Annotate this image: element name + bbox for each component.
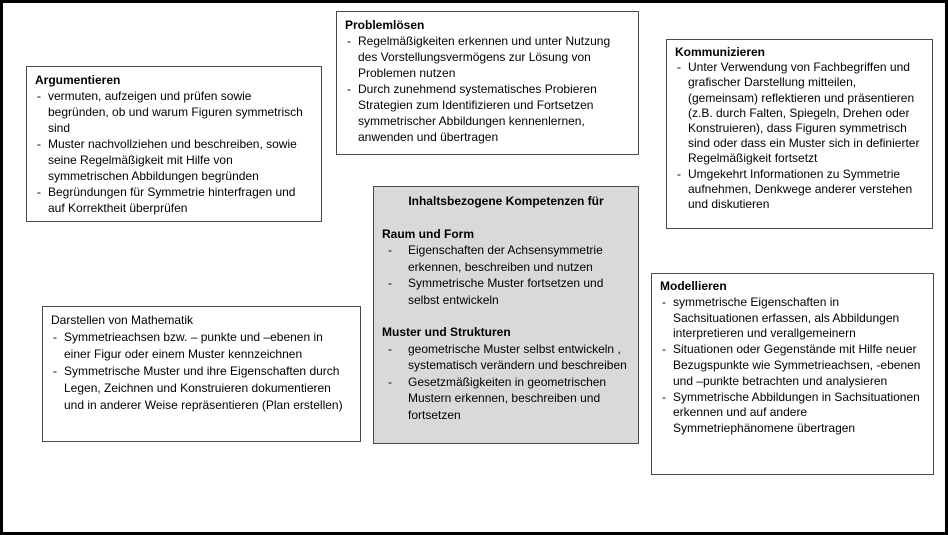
list-item: Umgekehrt Informationen zu Symmetrie auf… <box>675 167 924 213</box>
section-heading: Raum und Form <box>382 226 474 241</box>
list-item: Begründungen für Symmetrie hinterfragen … <box>35 184 313 216</box>
list-item: Symmetrische Abbildungen in Sachsituatio… <box>660 390 925 437</box>
box-darstellen: Darstellen von Mathematik Symmetrieachse… <box>42 306 361 442</box>
box-title-kommunizieren: Kommunizieren <box>675 45 766 59</box>
list-item: Symmetrische Muster fortsetzen und selbs… <box>382 275 630 308</box>
section-muster-und-strukturen: Muster und Strukturen geometrische Muste… <box>382 324 630 423</box>
list-item: Situationen oder Gegenstände mit Hilfe n… <box>660 342 925 389</box>
list-item: Regelmäßigkeiten erkennen und unter Nutz… <box>345 33 630 81</box>
box-inhaltsbezogene-kompetenzen: Inhaltsbezogene Kompetenzen für Raum und… <box>373 186 639 444</box>
list-item: vermuten, aufzeigen und prüfen sowie beg… <box>35 88 313 136</box>
section-heading: Muster und Strukturen <box>382 325 511 339</box>
muster-und-strukturen-list: geometrische Muster selbst entwickeln , … <box>382 341 630 424</box>
list-item: Symmetrieachsen bzw. – punkte und –ebene… <box>51 329 352 363</box>
list-item: Muster nachvollziehen und beschreiben, s… <box>35 136 313 184</box>
section-raum-und-form: Raum und Form Eigenschaften der Achsensy… <box>382 226 630 309</box>
box-kommunizieren: Kommunizieren Unter Verwendung von Fachb… <box>666 39 933 229</box>
problemloesen-list: Regelmäßigkeiten erkennen und unter Nutz… <box>345 33 630 145</box>
box-argumentieren: Argumentieren vermuten, aufzeigen und pr… <box>26 66 322 222</box>
box-title-darstellen: Darstellen von Mathematik <box>51 313 194 327</box>
box-title-argumentieren: Argumentieren <box>35 73 121 87</box>
list-item: symmetrische Eigenschaften in Sachsituat… <box>660 295 925 342</box>
argumentieren-list: vermuten, aufzeigen und prüfen sowie beg… <box>35 88 313 216</box>
kommunizieren-list: Unter Verwendung von Fachbegriffen und g… <box>675 60 924 212</box>
raum-und-form-list: Eigenschaften der Achsensymmetrie erkenn… <box>382 242 630 308</box>
center-box-title: Inhaltsbezogene Kompetenzen für <box>408 194 604 208</box>
list-item: Durch zunehmend systematisches Probieren… <box>345 81 630 145</box>
box-title-problemloesen: Problemlösen <box>345 18 425 32</box>
box-title-modellieren: Modellieren <box>660 279 727 293</box>
modellieren-list: symmetrische Eigenschaften in Sachsituat… <box>660 295 925 437</box>
darstellen-list: Symmetrieachsen bzw. – punkte und –ebene… <box>51 329 352 414</box>
list-item: Gesetzmäßigkeiten in geometrischen Muste… <box>382 374 630 424</box>
box-modellieren: Modellieren symmetrische Eigenschaften i… <box>651 273 934 475</box>
list-item: Symmetrische Muster und ihre Eigenschaft… <box>51 363 352 414</box>
list-item: Unter Verwendung von Fachbegriffen und g… <box>675 60 924 166</box>
box-problemloesen: Problemlösen Regelmäßigkeiten erkennen u… <box>336 11 639 155</box>
list-item: Eigenschaften der Achsensymmetrie erkenn… <box>382 242 630 275</box>
list-item: geometrische Muster selbst entwickeln , … <box>382 341 630 374</box>
